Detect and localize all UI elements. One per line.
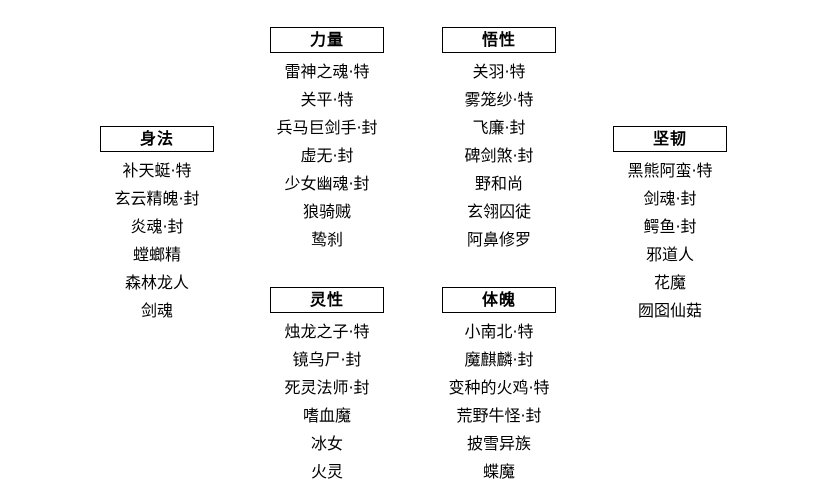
list-item: 野和尚 xyxy=(474,174,523,193)
list-item: 蝶魔 xyxy=(482,462,515,481)
group-lingxing: 灵性 烛龙之子·特 镜乌尸·封 死灵法师·封 嗜血魔 冰女 火灵 xyxy=(247,287,407,486)
list-item: 镜乌尸·封 xyxy=(292,350,362,369)
list-item: 小南北·特 xyxy=(464,322,534,341)
list-item: 披雪异族 xyxy=(466,434,531,453)
group-title-jianren: 坚韧 xyxy=(613,126,727,152)
list-item: 雷神之魂·特 xyxy=(284,62,370,81)
list-item: 变种的火鸡·特 xyxy=(448,378,550,397)
list-item: 鳄鱼·封 xyxy=(643,217,697,236)
group-liliang: 力量 雷神之魂·特 关平·特 兵马巨剑手·封 虚无·封 少女幽魂·封 狼骑贼 鸷… xyxy=(247,27,407,254)
group-item-list-shenfa: 补天蜓·特 玄云精魄·封 炎魂·封 螳螂精 森林龙人 剑魂 xyxy=(77,157,237,325)
list-item: 冰女 xyxy=(310,434,343,453)
group-title-lingxing: 灵性 xyxy=(270,287,384,313)
group-item-list-wuxing: 关羽·特 雾笼纱·特 飞廉·封 碑剑煞·封 野和尚 玄翎囚徒 阿鼻修罗 xyxy=(419,58,579,254)
list-item: 虚无·封 xyxy=(300,146,354,165)
list-item: 鸷刹 xyxy=(310,230,343,249)
list-item: 关羽·特 xyxy=(472,62,526,81)
list-item: 火灵 xyxy=(310,462,343,481)
list-item: 黑熊阿蛮·特 xyxy=(627,161,713,180)
group-title-wuxing: 悟性 xyxy=(442,27,556,53)
list-item: 雾笼纱·特 xyxy=(464,90,534,109)
list-item: 螳螂精 xyxy=(132,245,181,264)
list-item: 狼骑贼 xyxy=(302,202,351,221)
list-item: 荒野牛怪·封 xyxy=(456,406,542,425)
group-title-liliang: 力量 xyxy=(270,27,384,53)
list-item: 关平·特 xyxy=(300,90,354,109)
group-item-list-liliang: 雷神之魂·特 关平·特 兵马巨剑手·封 虚无·封 少女幽魂·封 狼骑贼 鸷刹 xyxy=(247,58,407,254)
list-item: 补天蜓·特 xyxy=(122,161,192,180)
group-shenfa: 身法 补天蜓·特 玄云精魄·封 炎魂·封 螳螂精 森林龙人 剑魂 xyxy=(77,126,237,325)
list-item: 玄翎囚徒 xyxy=(466,202,531,221)
group-title-tipo: 体魄 xyxy=(442,287,556,313)
list-item: 碑剑煞·封 xyxy=(464,146,534,165)
list-item: 囫囵仙菇 xyxy=(637,301,702,320)
group-item-list-lingxing: 烛龙之子·特 镜乌尸·封 死灵法师·封 嗜血魔 冰女 火灵 xyxy=(247,318,407,486)
list-item: 阿鼻修罗 xyxy=(466,230,531,249)
group-title-shenfa: 身法 xyxy=(100,126,214,152)
list-item: 邪道人 xyxy=(645,245,694,264)
group-wuxing: 悟性 关羽·特 雾笼纱·特 飞廉·封 碑剑煞·封 野和尚 玄翎囚徒 阿鼻修罗 xyxy=(419,27,579,254)
list-item: 剑魂 xyxy=(140,301,173,320)
list-item: 花魔 xyxy=(653,273,686,292)
group-jianren: 坚韧 黑熊阿蛮·特 剑魂·封 鳄鱼·封 邪道人 花魔 囫囵仙菇 xyxy=(590,126,750,325)
group-item-list-jianren: 黑熊阿蛮·特 剑魂·封 鳄鱼·封 邪道人 花魔 囫囵仙菇 xyxy=(590,157,750,325)
group-tipo: 体魄 小南北·特 魔麒麟·封 变种的火鸡·特 荒野牛怪·封 披雪异族 蝶魔 xyxy=(419,287,579,486)
list-item: 森林龙人 xyxy=(124,273,189,292)
list-item: 玄云精魄·封 xyxy=(114,189,200,208)
list-item: 兵马巨剑手·封 xyxy=(276,118,378,137)
list-item: 剑魂·封 xyxy=(643,189,697,208)
list-item: 少女幽魂·封 xyxy=(284,174,370,193)
group-item-list-tipo: 小南北·特 魔麒麟·封 变种的火鸡·特 荒野牛怪·封 披雪异族 蝶魔 xyxy=(419,318,579,486)
list-item: 炎魂·封 xyxy=(130,217,184,236)
list-item: 魔麒麟·封 xyxy=(464,350,534,369)
list-item: 死灵法师·封 xyxy=(284,378,370,397)
list-item: 烛龙之子·特 xyxy=(284,322,370,341)
list-item: 嗜血魔 xyxy=(302,406,351,425)
list-item: 飞廉·封 xyxy=(472,118,526,137)
